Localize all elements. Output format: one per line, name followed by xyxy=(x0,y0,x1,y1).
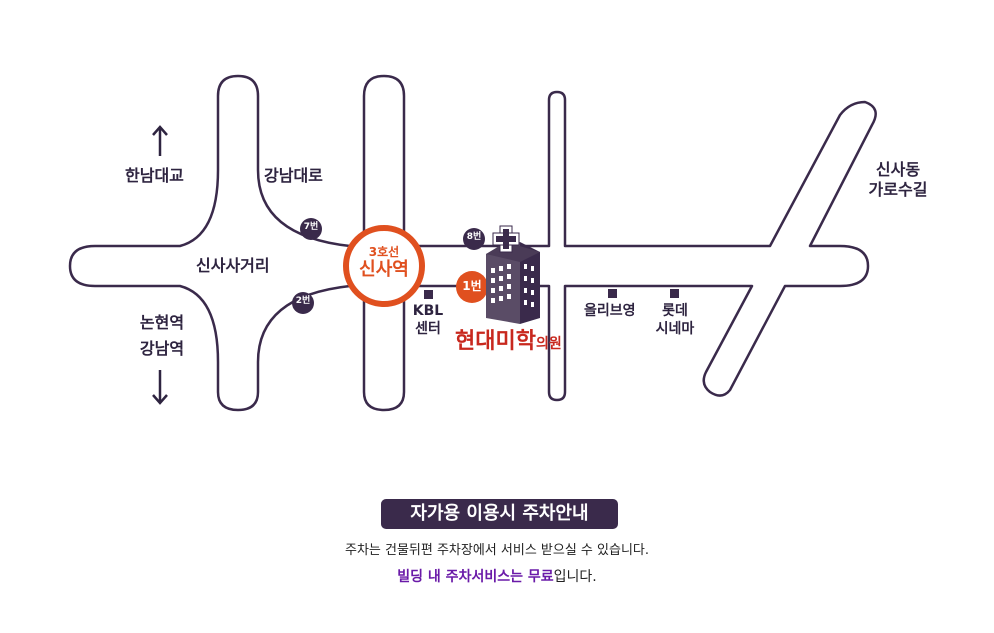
nonhyeon-station-label: 논현역 강남역 xyxy=(132,313,192,359)
garosu-label-line2: 가로수길 xyxy=(868,180,928,199)
exit-2-badge xyxy=(292,292,314,314)
sinsa-intersection-label: 신사사거리 xyxy=(196,256,270,275)
kbl-label-line1: KBL xyxy=(412,303,444,319)
kbl-center-label: KBL 센터 xyxy=(408,303,448,338)
oliveyoung-marker-icon xyxy=(608,289,617,298)
exit-7-badge xyxy=(300,218,322,240)
clinic-name-label: 현대미학의원 xyxy=(455,328,562,356)
parking-free-suffix: 입니다. xyxy=(553,569,597,585)
exit-7-label: 7번 xyxy=(303,222,319,232)
lotte-marker-icon xyxy=(670,289,679,298)
arrow-down-icon xyxy=(152,370,168,405)
clinic-suffix: 의원 xyxy=(535,336,562,352)
parking-note: 주차는 건물뒤편 주차장에서 서비스 받으실 수 있습니다. xyxy=(344,543,649,558)
oliveyoung-label: 올리브영 xyxy=(584,303,636,319)
garosu-gil-label: 신사동 가로수길 xyxy=(858,160,938,200)
hannam-bridge-label: 한남대교 xyxy=(125,166,184,185)
station-name-label: 신사역 xyxy=(359,259,409,280)
arrow-up-icon xyxy=(152,125,168,156)
exit-8-badge xyxy=(463,228,485,250)
lotte-label-line2: 시네마 xyxy=(655,320,695,337)
parking-free-note: 빌딩 내 주차서비스는 무료입니다. xyxy=(0,566,994,586)
lotte-cinema-label: 롯데 시네마 xyxy=(650,303,700,338)
garosu-label-line1: 신사동 xyxy=(875,160,921,179)
kbl-marker-icon xyxy=(424,290,433,299)
station-marker xyxy=(343,225,425,307)
nonhyeon-label-line2: 강남역 xyxy=(139,339,185,358)
exit-1-label: 1번 xyxy=(462,279,482,293)
station-line-label: 3호선 xyxy=(368,245,400,259)
clinic-name: 현대미학 xyxy=(455,329,536,354)
road-map xyxy=(68,74,877,412)
exit-8-label: 8번 xyxy=(466,232,482,242)
gangnam-daero-label: 강남대로 xyxy=(264,166,323,185)
exit-1-badge xyxy=(456,271,488,303)
building-icon xyxy=(486,225,540,324)
exit-2-label: 2번 xyxy=(295,296,311,306)
nonhyeon-label-line1: 논현역 xyxy=(139,313,185,332)
road-outline xyxy=(68,74,877,412)
parking-title: 자가용 이용시 주차안내 xyxy=(381,499,618,529)
parking-free-highlight: 빌딩 내 주차서비스는 무료 xyxy=(397,569,554,585)
kbl-label-line2: 센터 xyxy=(415,320,441,337)
lotte-label-line1: 롯데 xyxy=(662,303,688,319)
